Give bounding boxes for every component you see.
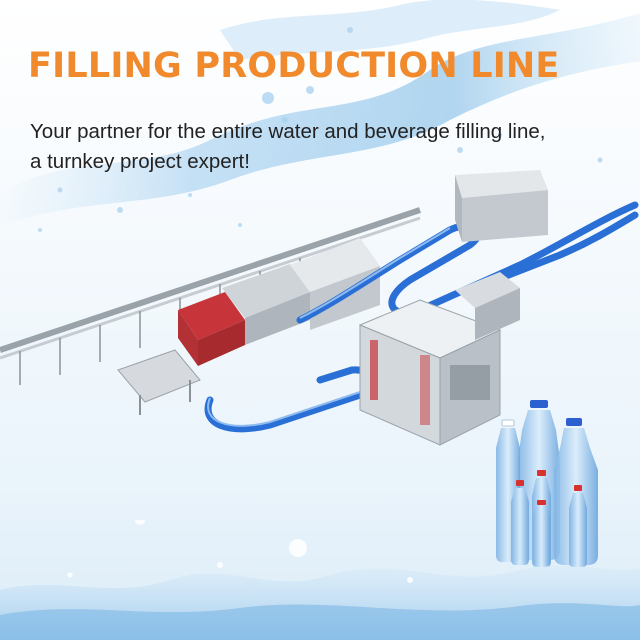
rinser-machine [455,170,548,242]
water-bottles [496,400,598,567]
small-bottle [533,500,550,565]
bottle-blower [455,272,520,340]
shrink-wrapper [178,264,310,366]
production-line-illustration [0,170,639,446]
water-splash-bottom [0,520,640,640]
roller-table [117,349,201,415]
water-splash-top [0,0,640,232]
small-bottle [511,480,529,565]
small-bottle [569,485,587,567]
filling-machine [358,299,502,446]
tagline: Your partner for the entire water and be… [30,120,546,173]
blue-conveyor-highlight [207,227,451,427]
page-title: FILLING PRODUCTION LINE [28,46,560,86]
